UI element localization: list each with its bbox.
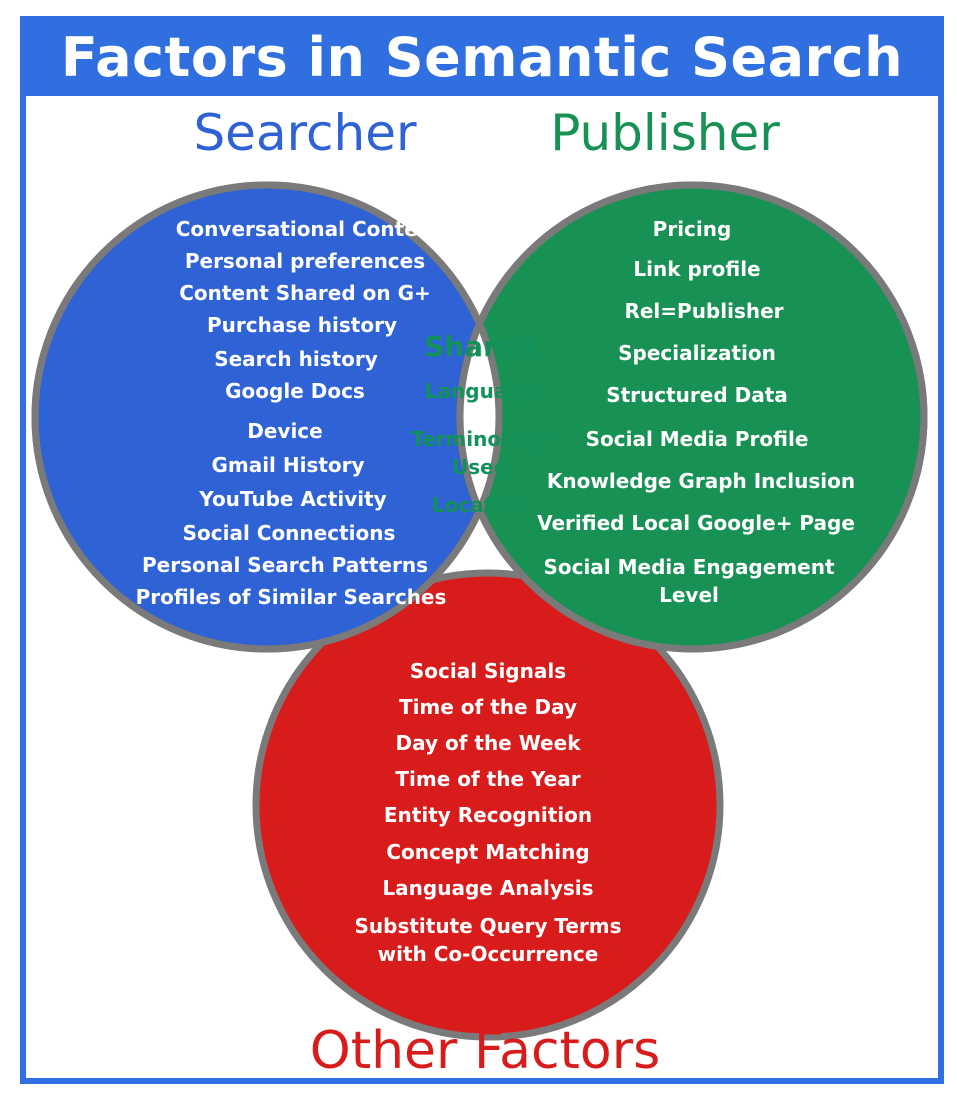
searcher-heading: Searcher — [193, 104, 417, 162]
searcher-list: Conversational Context Personal preferen… — [136, 217, 447, 609]
other-item: Day of the Week — [396, 731, 582, 755]
publisher-item: Level — [659, 583, 719, 607]
publisher-item: Verified Local Google+ Page — [537, 511, 855, 535]
searcher-item: Personal preferences — [185, 249, 425, 273]
shared-item: Location — [432, 493, 528, 517]
publisher-item: Social Media Profile — [586, 427, 809, 451]
other-item: Social Signals — [410, 659, 566, 683]
publisher-item: Rel=Publisher — [624, 299, 783, 323]
other-list: Social Signals Time of the Day Day of th… — [355, 659, 622, 966]
other-item: Entity Recognition — [384, 803, 592, 827]
other-item: with Co-Occurrence — [378, 942, 599, 966]
searcher-item: Google Docs — [225, 379, 365, 403]
searcher-item: Device — [247, 419, 322, 443]
shared-item: Used — [452, 455, 508, 479]
page-title: Factors in Semantic Search — [26, 22, 938, 96]
searcher-item: Content Shared on G+ — [179, 281, 431, 305]
other-heading: Other Factors — [310, 1021, 660, 1081]
searcher-item: Search history — [214, 347, 378, 371]
searcher-item: Purchase history — [207, 313, 397, 337]
searcher-item: Gmail History — [211, 453, 364, 477]
shared-item: Terminology — [411, 427, 549, 451]
publisher-item: Link profile — [633, 257, 760, 281]
searcher-item: Personal Search Patterns — [142, 553, 428, 577]
other-item: Time of the Day — [399, 695, 577, 719]
other-item: Concept Matching — [386, 840, 589, 864]
publisher-list: Pricing Link profile Rel=Publisher Speci… — [537, 217, 855, 607]
publisher-item: Specialization — [618, 341, 776, 365]
searcher-circle-outline — [31, 181, 503, 653]
other-item: Substitute Query Terms — [355, 914, 622, 938]
searcher-item: YouTube Activity — [198, 487, 386, 511]
shared-list: Shared Language Terminology Used Locatio… — [411, 330, 549, 517]
searcher-item: Profiles of Similar Searches — [136, 585, 447, 609]
other-circle — [252, 569, 724, 1041]
publisher-item: Social Media Engagement — [543, 555, 835, 579]
publisher-item: Knowledge Graph Inclusion — [547, 469, 855, 493]
shared-heading: Shared — [424, 330, 536, 363]
publisher-heading: Publisher — [550, 104, 780, 162]
other-item: Time of the Year — [395, 767, 580, 791]
publisher-item: Pricing — [653, 217, 732, 241]
publisher-circle-outline — [456, 181, 928, 653]
searcher-item: Social Connections — [183, 521, 396, 545]
other-item: Language Analysis — [382, 876, 593, 900]
searcher-item: Conversational Context — [176, 217, 441, 241]
publisher-item: Structured Data — [606, 383, 788, 407]
shared-item: Language — [425, 379, 535, 403]
